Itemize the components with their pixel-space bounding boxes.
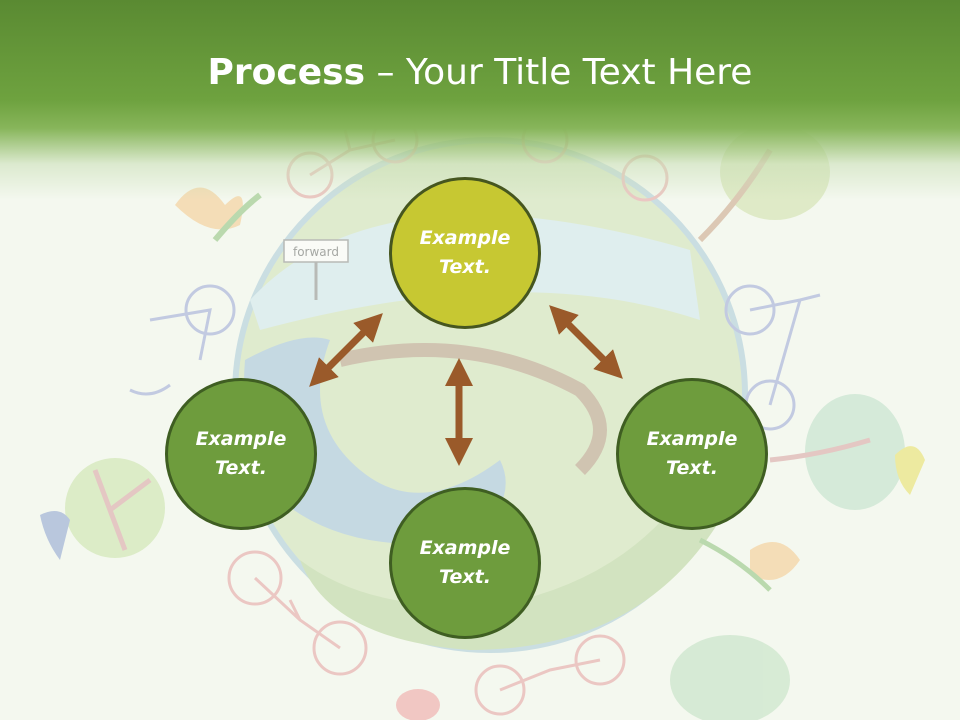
node-top-line2: Text.	[439, 256, 491, 278]
node-bottom-line1: Example	[419, 537, 511, 559]
bicycle-icon	[227, 550, 626, 716]
title-separator: –	[365, 52, 406, 93]
bicycle-icon	[129, 284, 821, 431]
title-rest: Your Title Text Here	[405, 52, 753, 93]
header-band	[0, 0, 960, 200]
node-bottom-line2: Text.	[439, 566, 491, 588]
node-top-line1: Example	[419, 227, 511, 249]
signpost-label: forward	[293, 245, 339, 259]
tree-icon	[670, 635, 790, 720]
node-left-line1: Example	[195, 428, 287, 450]
flower-icon	[750, 542, 800, 580]
node-right-line2: Text.	[666, 457, 718, 479]
title-bold: Process	[207, 52, 366, 93]
node-right-line1: Example	[646, 428, 738, 450]
globe-road	[338, 343, 607, 475]
flower-icon	[396, 689, 440, 720]
bird-icon	[895, 446, 925, 495]
slide-title: Process – Your Title Text Here	[0, 52, 960, 93]
node-left-line2: Text.	[215, 457, 267, 479]
tree-icon	[805, 394, 905, 510]
bird-icon	[40, 511, 70, 560]
